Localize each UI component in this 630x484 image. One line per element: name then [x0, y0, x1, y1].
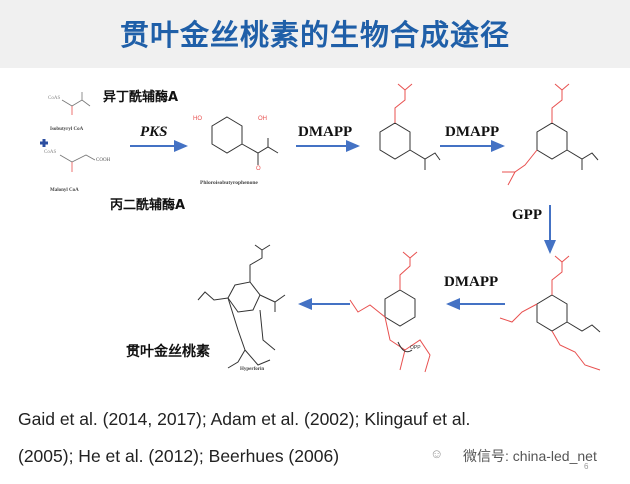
step-dmapp-2: DMAPP: [445, 124, 500, 140]
atom-ho: HO: [193, 116, 202, 122]
wechat-icon: ☺: [430, 446, 444, 461]
watermark: 微信号: china-led_net: [463, 448, 597, 464]
phloroisobutyrophenone-structure: [211, 116, 279, 165]
coas-label: CoAS: [48, 96, 61, 101]
atom-o: O: [256, 166, 261, 172]
malonyl-coa-structure: [59, 154, 96, 172]
page-number: 6: [584, 462, 589, 471]
diprenyl-structure: [502, 83, 599, 186]
slide-title: 贯叶金丝桃素的生物合成途径: [119, 18, 510, 52]
step-gpp: GPP: [512, 207, 542, 223]
coas-label-2: CoAS: [44, 150, 57, 155]
malonyl-coa-cn-label: 丙二酰辅酶A: [110, 198, 186, 213]
plus-icon: [40, 139, 48, 147]
cyclization-intermediate-structure: [349, 251, 431, 373]
atom-opp: OPP: [410, 345, 421, 351]
title-band: [0, 0, 630, 68]
isobutyryl-coa-label: Isobutyryl CoA: [50, 127, 84, 132]
malonyl-coa-label: Malonyl CoA: [50, 188, 79, 193]
phloroisobutyrophenone-label: Phloroisobutyrophenone: [200, 180, 258, 186]
citation-line-1: Gaid et al. (2014, 2017); Adam et al. (2…: [18, 409, 471, 429]
hyperforin-structure: [197, 244, 286, 369]
hyperforin-label: Hyperforin: [240, 367, 265, 372]
isobutyryl-coa-cn-label: 异丁酰辅酶A: [103, 90, 179, 105]
step-dmapp-1: DMAPP: [298, 124, 353, 140]
geranyl-intermediate-structure: [499, 255, 601, 371]
step-pks: PKS: [140, 124, 168, 140]
atom-oh: OH: [258, 116, 267, 122]
prenyl-phloroisobutyrophenone-structure: [379, 83, 441, 170]
hyperforin-cn-label: 贯叶金丝桃素: [126, 344, 210, 360]
citation-line-2: (2005); He et al. (2012); Beerhues (2006…: [18, 446, 340, 466]
isobutyryl-coa-structure: [61, 92, 91, 115]
cooh-label: COOH: [96, 158, 111, 163]
step-dmapp-3: DMAPP: [444, 274, 499, 290]
